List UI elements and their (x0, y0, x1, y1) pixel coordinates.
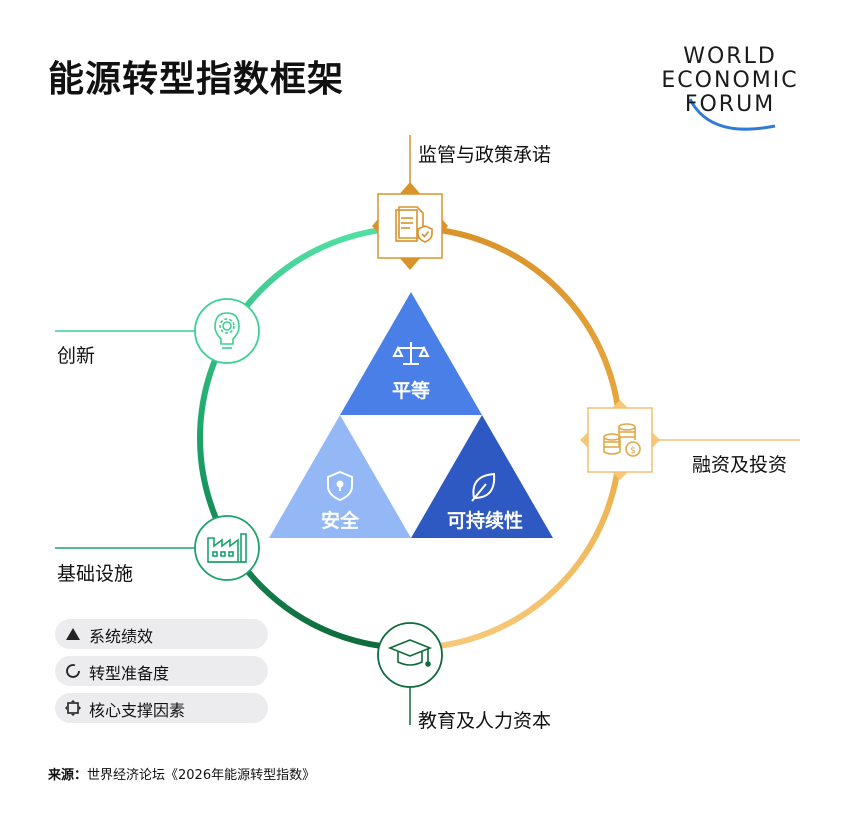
svg-text:$: $ (630, 446, 636, 456)
node-education (377, 622, 443, 688)
node-infrastructure (194, 515, 260, 581)
source-text: 世界经济论坛《2026年能源转型指数》 (87, 768, 316, 783)
logo-line-2: ECONOMIC (661, 68, 799, 93)
coins-icon: $ (603, 423, 641, 457)
ring-icon (66, 664, 80, 678)
logo-line-1: WORLD (683, 44, 777, 69)
legend-label: 核心支撑因素 (89, 701, 186, 720)
legend-item-transition-readiness: 转型准备度 (55, 656, 268, 686)
logo-arc-icon (688, 98, 776, 131)
leaf-icon (471, 472, 496, 502)
page-title: 能源转型指数框架 (48, 59, 345, 100)
label-finance: 融资及投资 (692, 454, 788, 476)
triangle-icon (66, 628, 80, 640)
triangle-label-sustainability: 可持续性 (447, 509, 523, 532)
readiness-ring (197, 225, 623, 651)
source-prefix: 来源： (48, 768, 88, 783)
legend-item-system-performance: 系统绩效 (55, 619, 268, 649)
scale-icon (392, 342, 430, 365)
document-shield-icon (395, 206, 433, 243)
shield-icon (327, 470, 353, 502)
lightbulb-gear-icon (214, 312, 240, 349)
label-innovation: 创新 (57, 345, 96, 367)
legend-label: 转型准备度 (89, 664, 170, 683)
triangle-label-equity: 平等 (392, 379, 430, 402)
connector-lines (55, 135, 800, 725)
factory-icon (207, 533, 247, 563)
legend-item-core-enablers: 核心支撑因素 (55, 693, 268, 723)
wef-logo: WORLD ECONOMIC FORUM (650, 44, 810, 136)
source-note: 来源：世界经济论坛《2026年能源转型指数》 (48, 764, 315, 783)
triangle-left (269, 415, 411, 538)
node-innovation (194, 298, 260, 364)
node-regulation (372, 182, 448, 270)
label-infrastructure: 基础设施 (57, 563, 134, 585)
node-finance: $ (580, 400, 660, 480)
legend-label: 系统绩效 (89, 627, 154, 646)
system-performance-triangle: 平等 安全 可持续性 (269, 292, 553, 538)
label-education: 教育及人力资本 (418, 710, 552, 732)
graduation-cap-icon (387, 639, 433, 667)
logo-line-3: FORUM (684, 92, 776, 117)
label-regulation: 监管与政策承诺 (418, 144, 552, 166)
triangle-label-security: 安全 (321, 509, 360, 532)
octagon-icon (65, 700, 81, 716)
